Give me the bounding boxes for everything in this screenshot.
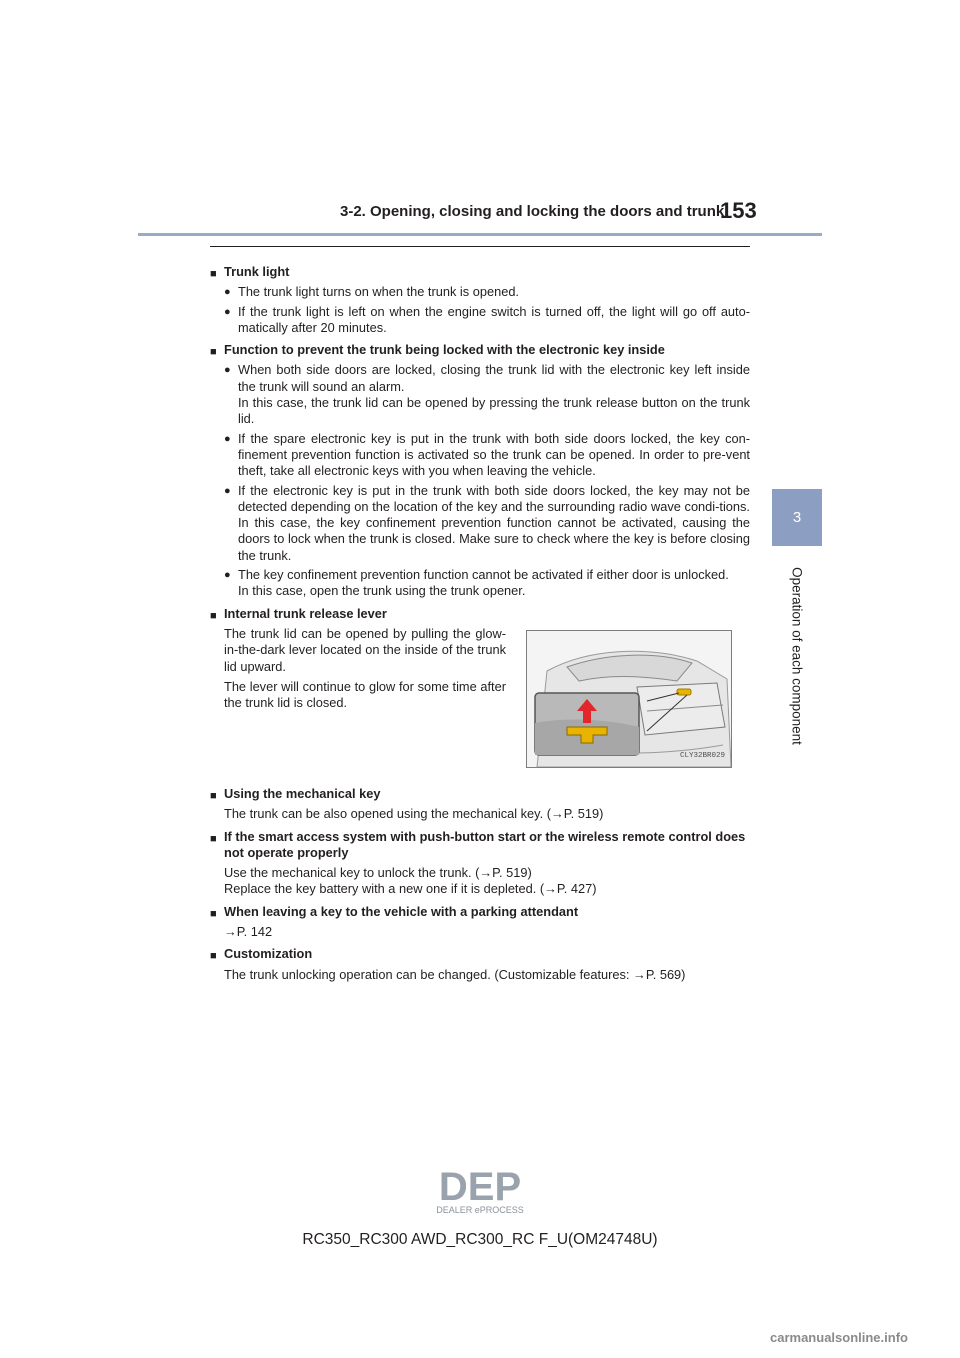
square-bullet-icon: ■	[210, 346, 217, 359]
model-code: RC350_RC300 AWD_RC300_RC F_U(OM24748U)	[302, 1231, 658, 1248]
smart-access-text: Use the mechanical key to unlock the tru…	[224, 865, 597, 897]
figure-code: CLY32BR029	[679, 751, 725, 760]
bullet-item: ●The key confinement prevention function…	[224, 567, 729, 599]
page-content: ■Trunk light ●The trunk light turns on w…	[210, 258, 750, 986]
heading-prevent-lock: ■Function to prevent the trunk being loc…	[210, 342, 750, 358]
round-bullet-icon: ●	[224, 484, 231, 497]
logo-text: DEP	[439, 1165, 521, 1209]
heading-trunk-light: ■Trunk light	[210, 264, 750, 280]
page-number: 153	[720, 198, 757, 223]
round-bullet-icon: ●	[224, 286, 231, 299]
lever-figure-row: The trunk lid can be opened by pulling t…	[210, 626, 750, 780]
content-top-rule	[210, 246, 750, 247]
chapter-title: Operation of each component	[789, 567, 805, 745]
square-bullet-icon: ■	[210, 950, 217, 963]
watermark[interactable]: carmanualsonline.info	[770, 1330, 908, 1345]
parking-attendant-text: →P. 142	[224, 924, 273, 940]
square-bullet-icon: ■	[210, 609, 217, 622]
round-bullet-icon: ●	[224, 305, 231, 318]
heading-smart-access: ■If the smart access system with push-bu…	[210, 828, 746, 860]
car-rear-icon	[527, 630, 731, 767]
bullet-item: ●If the spare electronic key is put in t…	[224, 430, 750, 479]
mechanical-key-text: The trunk can be also opened using the m…	[224, 806, 604, 822]
square-bullet-icon: ■	[210, 832, 217, 845]
round-bullet-icon: ●	[224, 364, 231, 377]
round-bullet-icon: ●	[224, 432, 231, 445]
heading-internal-lever: ■Internal trunk release lever	[210, 606, 750, 622]
bullet-item: ●If the trunk light is left on when the …	[224, 303, 750, 335]
bullet-item: ●If the electronic key is put in the tru…	[224, 482, 750, 563]
bullet-item: ●When both side doors are locked, closin…	[224, 362, 750, 427]
chapter-tab[interactable]: 3	[772, 489, 822, 546]
bullet-item: ●The trunk light turns on when the trunk…	[224, 284, 519, 300]
square-bullet-icon: ■	[210, 268, 217, 280]
round-bullet-icon: ●	[224, 569, 231, 582]
trunk-lever-illustration: CLY32BR029	[526, 629, 732, 768]
square-bullet-icon: ■	[210, 907, 217, 920]
heading-customization: ■Customization	[210, 946, 750, 962]
logo-subtext: DEALER ePROCESS	[436, 1205, 524, 1215]
customization-text: The trunk unlocking operation can be cha…	[224, 966, 686, 982]
lever-description: The trunk lid can be opened by pulling t…	[224, 625, 506, 711]
header-rule	[138, 233, 822, 236]
dep-logo-icon: DEP DEALER ePROCESS	[436, 1165, 524, 1215]
section-title: 3-2. Opening, closing and locking the do…	[340, 203, 725, 220]
heading-parking-attendant: ■When leaving a key to the vehicle with …	[210, 904, 750, 920]
heading-mechanical-key: ■Using the mechanical key	[210, 786, 750, 802]
square-bullet-icon: ■	[210, 789, 217, 802]
